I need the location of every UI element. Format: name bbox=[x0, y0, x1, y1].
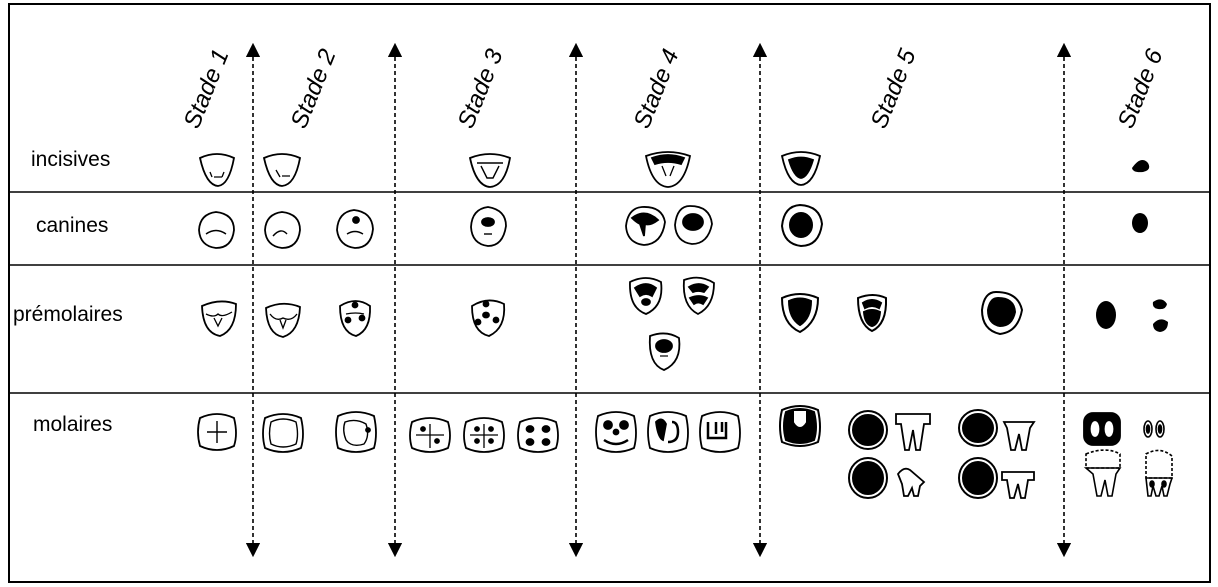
stage-boundaries bbox=[245, 42, 1072, 558]
stage-label-2: Stade 2 bbox=[286, 45, 342, 132]
stage-label-5: Stade 5 bbox=[866, 45, 922, 132]
incisor-stage-4 bbox=[644, 151, 692, 188]
canine-stage-3 bbox=[470, 206, 507, 247]
molar-stage-5e-crown bbox=[958, 457, 998, 499]
molar-stage-5a bbox=[779, 405, 821, 447]
premolar-stage-6a bbox=[1096, 301, 1116, 329]
molar-stage-5d-profile bbox=[896, 467, 926, 497]
molar-stage-5c-profile bbox=[1002, 421, 1036, 451]
canine-stage-4a bbox=[625, 206, 666, 246]
canine-stage-2b bbox=[336, 209, 374, 249]
stage-label-6: Stade 6 bbox=[1113, 45, 1169, 132]
incisor-stage-2 bbox=[262, 153, 302, 187]
molar-stage-5b-crown bbox=[848, 410, 888, 450]
molar-stage-5e-profile bbox=[1001, 471, 1035, 499]
incisor-stage-6 bbox=[1132, 159, 1150, 173]
row-label-premolaires: prémolaires bbox=[13, 303, 123, 326]
diagram-frame bbox=[8, 3, 1211, 583]
premolar-stage-1 bbox=[201, 300, 237, 337]
premolar-stage-2 bbox=[265, 302, 301, 338]
premolar-stage-4c bbox=[648, 332, 681, 371]
molar-stage-1 bbox=[197, 413, 237, 451]
molar-stage-2 bbox=[262, 413, 304, 453]
molar-stage-4a bbox=[595, 411, 637, 453]
row-label-incisives: incisives bbox=[31, 148, 110, 171]
molar-stage-6b bbox=[1143, 420, 1165, 438]
row-label-molaires: molaires bbox=[33, 413, 112, 436]
incisor-stage-3 bbox=[468, 153, 512, 188]
premolar-stage-6b bbox=[1152, 299, 1168, 332]
row-label-canines: canines bbox=[36, 214, 108, 237]
canine-stage-1 bbox=[198, 211, 235, 249]
molar-stage-3a bbox=[409, 417, 451, 453]
premolar-stage-5b bbox=[856, 294, 888, 333]
stage-label-3: Stade 3 bbox=[453, 45, 509, 132]
canine-stage-6 bbox=[1132, 213, 1148, 233]
molar-stage-5b-profile bbox=[895, 413, 931, 451]
incisor-stage-1 bbox=[198, 153, 236, 187]
stage-label-4: Stade 4 bbox=[629, 45, 685, 132]
premolar-stage-2b bbox=[339, 300, 371, 337]
premolar-stage-4a bbox=[629, 277, 663, 315]
premolar-stage-5a bbox=[780, 293, 820, 334]
molar-stage-2b bbox=[335, 411, 377, 453]
stage-label-1: Stade 1 bbox=[179, 45, 235, 132]
molar-stage-3c bbox=[517, 417, 559, 453]
canine-stage-2 bbox=[264, 211, 301, 249]
canine-stage-5 bbox=[780, 203, 824, 248]
molar-stage-5d-crown bbox=[848, 457, 888, 499]
molar-stage-6a bbox=[1083, 412, 1121, 446]
molar-stage-6d-profile bbox=[1145, 449, 1174, 497]
premolar-stage-4b bbox=[682, 276, 715, 316]
premolar-stage-5c bbox=[980, 290, 1024, 336]
premolar-stage-3 bbox=[471, 299, 506, 337]
molar-stage-4c bbox=[699, 411, 741, 453]
canine-stage-4b bbox=[674, 205, 713, 245]
incisor-stage-5 bbox=[780, 151, 822, 186]
molar-stage-4b bbox=[647, 411, 689, 453]
molar-stage-3b bbox=[463, 417, 505, 453]
molar-stage-6c-profile bbox=[1083, 449, 1122, 497]
molar-stage-5c-crown bbox=[958, 409, 998, 447]
